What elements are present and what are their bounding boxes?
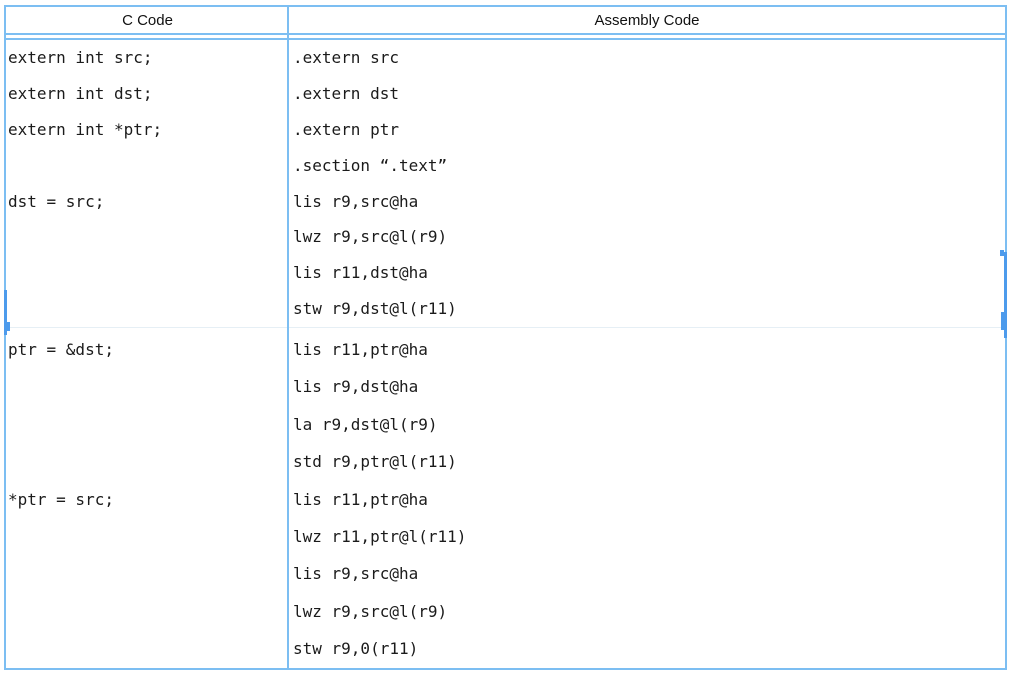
code-line: *ptr = src; (8, 489, 114, 509)
table-row: ptr = &dst; *ptr = src; lis r11,ptr@ha l… (6, 328, 1005, 668)
code-line: extern int *ptr; (8, 119, 163, 139)
code-line: extern int dst; (8, 83, 153, 103)
code-line: lis r9,src@ha (293, 191, 419, 211)
table-header-row: C Code Assembly Code (6, 7, 1005, 33)
table-row: extern int src; extern int dst; extern i… (6, 40, 1005, 327)
code-line: lis r11,ptr@ha (293, 340, 428, 359)
code-line: stw r9,0(r11) (293, 639, 419, 659)
code-line (8, 593, 289, 630)
header-c-code: C Code (122, 11, 173, 29)
code-line: .extern dst (293, 83, 399, 103)
row-separator (6, 327, 1005, 328)
code-line: ptr = &dst; (8, 340, 114, 359)
code-line: lwz r9,src@l(r9) (293, 227, 448, 247)
code-line: lwz r11,ptr@l(r11) (293, 526, 467, 546)
code-line (8, 555, 289, 592)
code-line (8, 443, 289, 480)
code-line (8, 148, 289, 184)
code-comparison-table: C Code Assembly Code extern int src; ext… (4, 5, 1007, 670)
code-line: lis r11,dst@ha (293, 263, 428, 283)
assembly-code-cell: .extern src .extern dst .extern ptr .sec… (289, 40, 1005, 327)
code-line: std r9,ptr@l(r11) (293, 452, 457, 472)
code-line: la r9,dst@l(r9) (293, 414, 438, 434)
page-split-marker-left-tick (7, 322, 10, 331)
header-double-rule (6, 33, 1005, 40)
code-line (8, 219, 289, 255)
code-line (8, 291, 289, 327)
code-line (8, 255, 289, 291)
code-line: lis r9,src@ha (293, 564, 419, 584)
code-line (8, 518, 289, 555)
column-divider (287, 7, 289, 668)
code-line (8, 406, 289, 443)
code-line: extern int src; (8, 48, 153, 67)
page-split-marker-right (1004, 252, 1007, 338)
page-split-marker-right-tick (1000, 250, 1004, 256)
code-line: .section “.text” (293, 155, 448, 175)
code-line: lis r9,dst@ha (293, 377, 419, 397)
c-code-cell: ptr = &dst; *ptr = src; (6, 331, 289, 668)
code-line: .extern src (293, 48, 399, 67)
code-line: lwz r9,src@l(r9) (293, 601, 448, 621)
header-assembly-code: Assembly Code (594, 11, 700, 29)
code-line: stw r9,dst@l(r11) (293, 299, 457, 319)
code-line: lis r11,ptr@ha (293, 489, 428, 509)
page-split-marker-right-tick (1001, 312, 1004, 330)
code-line: dst = src; (8, 191, 105, 211)
c-code-cell: extern int src; extern int dst; extern i… (6, 40, 289, 327)
code-line: .extern ptr (293, 119, 399, 139)
assembly-code-cell: lis r11,ptr@ha lis r9,dst@ha la r9,dst@l… (289, 331, 1005, 668)
code-line (8, 368, 289, 405)
page-split-marker-left (4, 290, 7, 335)
code-line (8, 630, 289, 667)
